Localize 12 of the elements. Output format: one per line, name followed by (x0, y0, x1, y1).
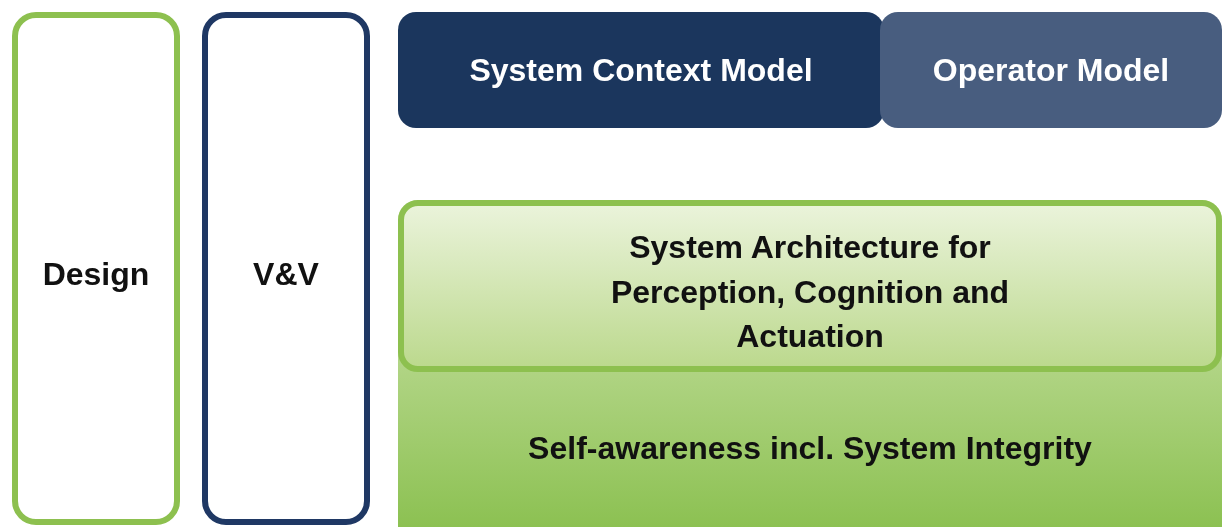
layer-box (398, 200, 1222, 372)
column-box (202, 12, 370, 525)
column-box (12, 12, 180, 525)
model-box (880, 12, 1222, 128)
label-text: Self-awareness incl. System Integrity (527, 429, 1093, 469)
model-box (398, 12, 884, 128)
layer-box (398, 200, 1222, 527)
label-text: System Architecture for Perception, Cognition and Actuation (609, 227, 1011, 357)
label-text: System Context Model (468, 50, 814, 90)
label-text: V&V (252, 255, 320, 295)
label-text: Operator Model (931, 50, 1171, 90)
label-text: Design (41, 255, 151, 295)
